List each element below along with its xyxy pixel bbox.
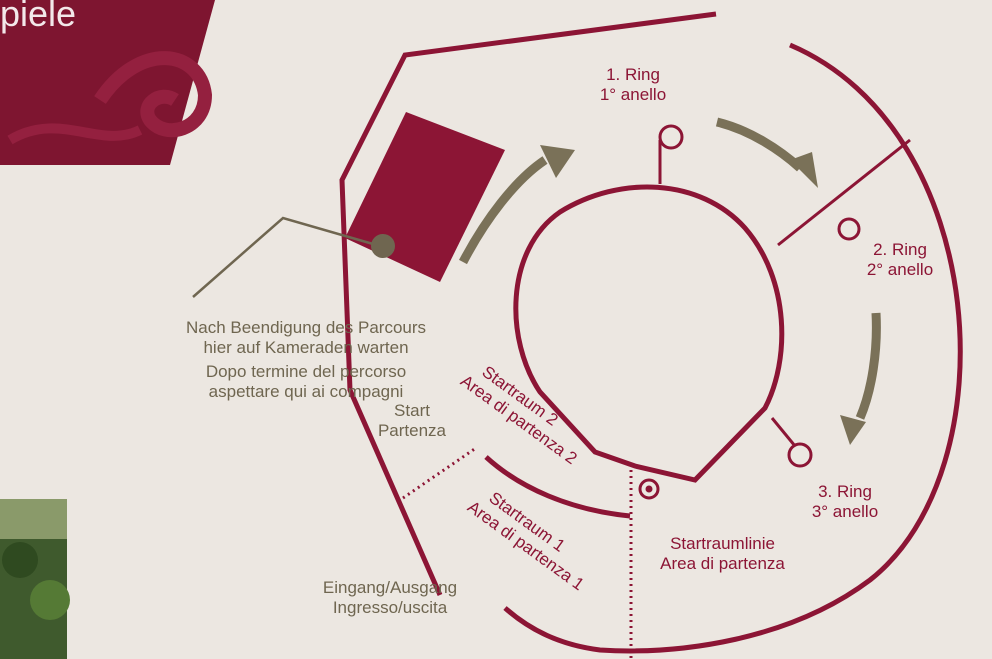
start-line-label: Startraumlinie Area di partenza [640,534,805,574]
flow-arrow-to-ring3-head [840,415,866,445]
entrance-it: Ingresso/uscita [332,598,448,617]
flow-arrow-to-ring1 [459,156,548,265]
waiting-area-label: Nach Beendigung des Parcours hier auf Ka… [166,318,446,402]
waiting-area-de-2: hier auf Kameraden warten [203,338,409,357]
banner-ornament [94,51,213,138]
callout-line [192,216,381,298]
start-target-icon [638,478,660,500]
page-title: piele [0,0,77,34]
callout-dot [371,234,395,258]
ring3-marker-stem [770,417,797,447]
start-target-dot [645,485,653,493]
inner-ring [513,184,785,483]
outer-boundary [339,11,717,597]
ring-divider-line [777,138,911,247]
ring1-label: 1. Ring 1° anello [588,65,678,105]
entrance-label: Eingang/Ausgang Ingresso/uscita [305,578,475,618]
ring3-label-de: 3. Ring [818,482,872,501]
start-label: Start Partenza [372,401,452,441]
start-dotted-line [402,446,477,500]
flow-arrow-to-ring1-head [540,145,575,178]
entrance-de: Eingang/Ausgang [322,578,458,597]
start-line-de: Startraumlinie [670,534,775,553]
photo-tree-2 [30,580,70,620]
photo-tree [2,542,38,578]
ring2-label-de: 2. Ring [873,240,927,259]
ring3-marker [787,442,813,468]
ring2-label: 2. Ring 2° anello [855,240,945,280]
flow-arrow-to-ring2-head [790,152,818,188]
waiting-area-it-2: aspettare qui ai compagni [208,382,404,401]
ring3-label-it: 3° anello [811,502,879,521]
ring2-label-it: 2° anello [866,260,934,279]
ring1-marker [658,124,684,150]
ring1-label-de: 1. Ring [606,65,660,84]
outer-ring-arc [503,42,963,654]
start-line-it: Area di partenza [660,554,785,573]
flow-arrow-to-ring2 [715,117,804,172]
middle-ring-arc [484,455,631,519]
ring3-label: 3. Ring 3° anello [795,482,895,522]
start-label-it: Partenza [377,421,447,440]
banner-ornament-2 [7,123,143,145]
waiting-area-de-1: Nach Beendigung des Parcours [185,318,427,337]
photo-sky [0,499,67,539]
ring1-label-it: 1° anello [599,85,667,104]
start-label-de: Start [394,401,430,420]
ring2-marker [837,217,861,241]
waiting-area-box [345,112,505,282]
waiting-area-it-1: Dopo termine del percorso [205,362,407,381]
flow-arrow-to-ring3 [855,312,881,420]
